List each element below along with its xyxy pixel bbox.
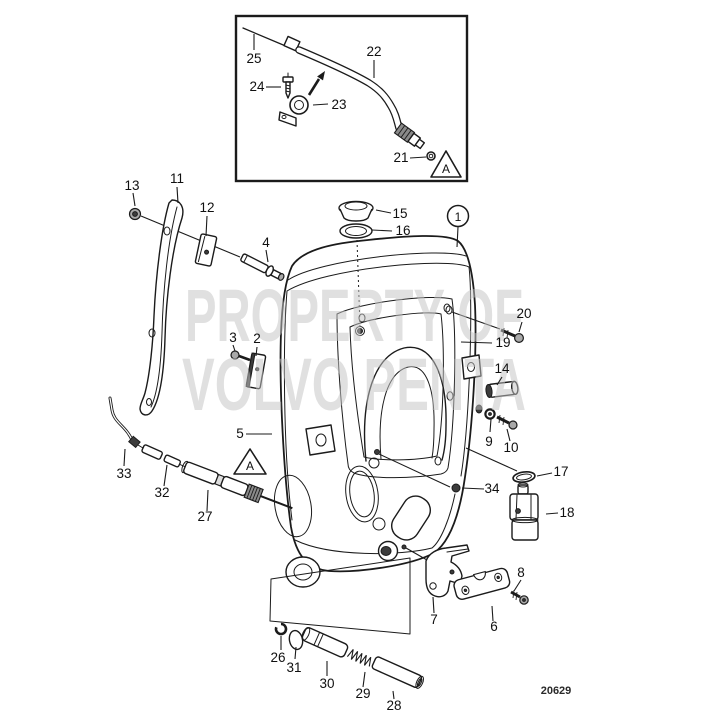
part-26-ring: [274, 622, 288, 636]
callout-18-label: 18: [559, 505, 574, 520]
callout-27-label: 27: [197, 509, 212, 524]
cable-collar: [283, 35, 301, 52]
part-30-cylinder: [301, 626, 349, 658]
warning-letter-inset: A: [442, 162, 450, 176]
callout-3-label: 3: [229, 330, 237, 345]
callout-14-label: 14: [494, 361, 510, 376]
callout-24-label: 24: [249, 79, 265, 94]
part-9-grommet: [484, 408, 496, 420]
small-hole: [372, 517, 386, 531]
part-29-spring: [346, 649, 372, 667]
arrow-icon: [307, 71, 325, 96]
gimbal-dome: [363, 346, 447, 462]
callout-12-label: 12: [199, 200, 214, 215]
watermark-line-2: VOLVO PENTA: [182, 343, 526, 426]
callout-22-label: 22: [366, 44, 381, 59]
part-10-screw: [496, 414, 518, 430]
hole-34: [374, 449, 380, 455]
callout-layer: 25 24 23 22 21 13 11 12 4 15 16 20 19 3 …: [116, 34, 575, 713]
part-18-fitting: [509, 482, 539, 541]
callout-13-label: 13: [124, 178, 139, 193]
part-19-frame: [336, 297, 456, 479]
plug-hole: [357, 328, 363, 334]
part-21-ring: [426, 151, 436, 161]
warning-triangle-inset: A: [430, 150, 462, 178]
callout-31-label: 31: [286, 660, 301, 675]
part-4-bolt: [240, 253, 285, 281]
part-13-nut: [128, 207, 142, 221]
callout-32-label: 32: [154, 485, 169, 500]
part-34-plug: [378, 453, 461, 493]
part-27-cable: [181, 460, 293, 510]
callout-9-label: 9: [485, 434, 493, 449]
warning-letter-main: A: [246, 459, 254, 473]
callout-7-label: 7: [430, 612, 438, 627]
bearing-hole: [377, 540, 407, 562]
part-16-ring: [339, 223, 373, 239]
callout-26-label: 26: [270, 650, 285, 665]
inset-box: A: [234, 14, 469, 183]
axis-line-7: [405, 547, 428, 561]
part-28-tube: [371, 656, 424, 689]
callout-25-label: 25: [246, 51, 261, 66]
watermark: PROPERTY OF VOLVO PENTA: [182, 274, 526, 426]
callout-8-label: 8: [517, 565, 525, 580]
part-2-plate: [245, 352, 267, 390]
watermark-line-1: PROPERTY OF: [185, 274, 523, 357]
drawing-number: 20629: [541, 685, 572, 697]
part-8-screw: [510, 589, 529, 605]
part-25-wire: [242, 27, 289, 48]
part-33-rod: [108, 396, 144, 449]
part-7-bracket: [425, 544, 470, 598]
part-20-screw: [445, 305, 524, 344]
callout-17-label: 17: [553, 464, 568, 479]
part-32-link: [141, 444, 186, 468]
part-1-transom-shield: [273, 235, 483, 588]
callout-30-label: 30: [319, 676, 334, 691]
callout-1-label: 1: [455, 210, 462, 224]
part-3-screw: [230, 350, 251, 362]
warning-triangle-main: A: [233, 448, 267, 475]
right-flange: [461, 354, 483, 414]
callout-21-label: 21: [393, 150, 408, 165]
interior-pad: [391, 495, 431, 541]
balloon-callout-1: 1: [446, 204, 470, 248]
side-tab: [305, 424, 336, 456]
hole-34-ring: [368, 457, 380, 469]
callout-20-label: 20: [516, 306, 531, 321]
part-14-bushing: [485, 380, 519, 398]
callout-5-label: 5: [236, 426, 244, 441]
part-15-plug: [338, 200, 374, 222]
axis-line-13-4: [140, 215, 241, 258]
part-12-plate: [194, 233, 218, 267]
part-23-clamp: [278, 95, 309, 127]
callout-16-label: 16: [395, 223, 410, 238]
panel-outline: [269, 557, 411, 635]
oval-opening: [345, 465, 379, 523]
callout-34-label: 34: [484, 481, 500, 496]
callout-19-label: 19: [495, 335, 510, 350]
callout-10-label: 10: [503, 440, 518, 455]
part-11-bracket-strip: [139, 199, 184, 416]
callout-2-label: 2: [253, 331, 261, 346]
part-17-o-ring: [512, 470, 536, 484]
callout-15-label: 15: [392, 206, 407, 221]
callout-23-label: 23: [331, 97, 346, 112]
part-24-screw: [282, 72, 294, 99]
callout-11-label: 11: [170, 171, 184, 186]
callout-29-label: 29: [355, 686, 370, 701]
part-22-cable: [295, 46, 426, 150]
callout-28-label: 28: [386, 698, 401, 713]
part-6-anchor: [453, 567, 511, 600]
oval-opening-left: [273, 474, 313, 538]
main-assembly: 1: [108, 199, 539, 689]
callout-33-label: 33: [116, 466, 131, 481]
callout-6-label: 6: [490, 619, 498, 634]
axis-line-17: [465, 447, 518, 472]
callout-4-label: 4: [262, 235, 270, 250]
